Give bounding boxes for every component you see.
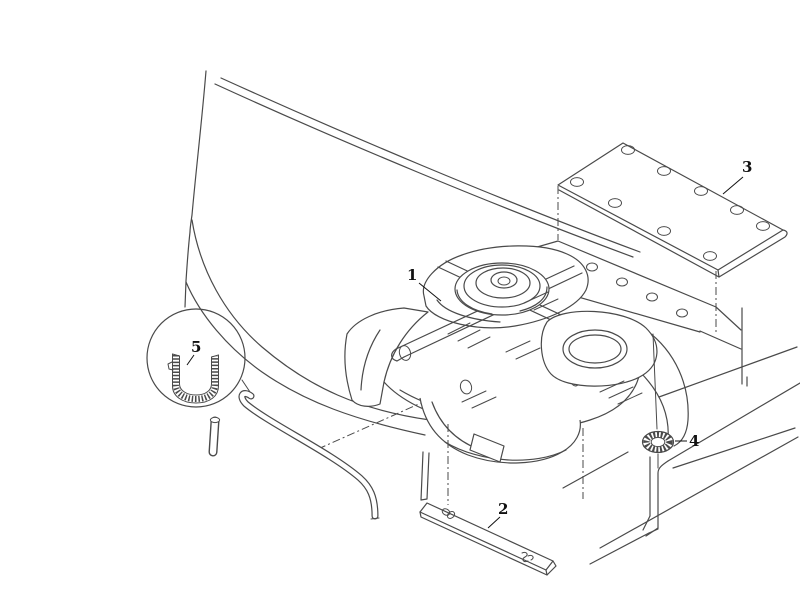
callout-2: 2 [498,500,508,518]
fuel-tank-part1 [344,245,689,505]
callout-3: 3 [742,158,752,176]
body-panel-outline [184,70,641,450]
leader-2 [487,516,501,529]
plate-bolt-holes [570,145,770,261]
tank-ribs [447,291,643,409]
callout-5: 5 [191,338,201,356]
detail-circle-part5 [146,308,253,408]
lock-washer-part4 [641,430,675,454]
callout-1: 1 [407,266,417,284]
breather-tube [208,416,221,457]
washer-axis [652,333,659,469]
fuel-pump-opening [540,310,658,387]
leader-5 [186,354,195,366]
mounting-plate-part3 [557,142,788,278]
frame-rails [562,307,800,565]
u-channel-tab [167,361,174,371]
callouts: 1 2 3 4 5 [186,158,752,529]
fuel-sender-dome [454,262,550,316]
strip-slots [441,508,534,562]
callout-4: 4 [689,432,699,450]
protector-strip-part2 [419,502,557,576]
fuel-hose [238,390,380,520]
leader-3 [722,176,744,195]
spring-hanger [642,456,669,537]
panel-phantom-line [317,402,422,450]
leader-1 [418,282,442,302]
u-channel-hatching [173,355,218,403]
